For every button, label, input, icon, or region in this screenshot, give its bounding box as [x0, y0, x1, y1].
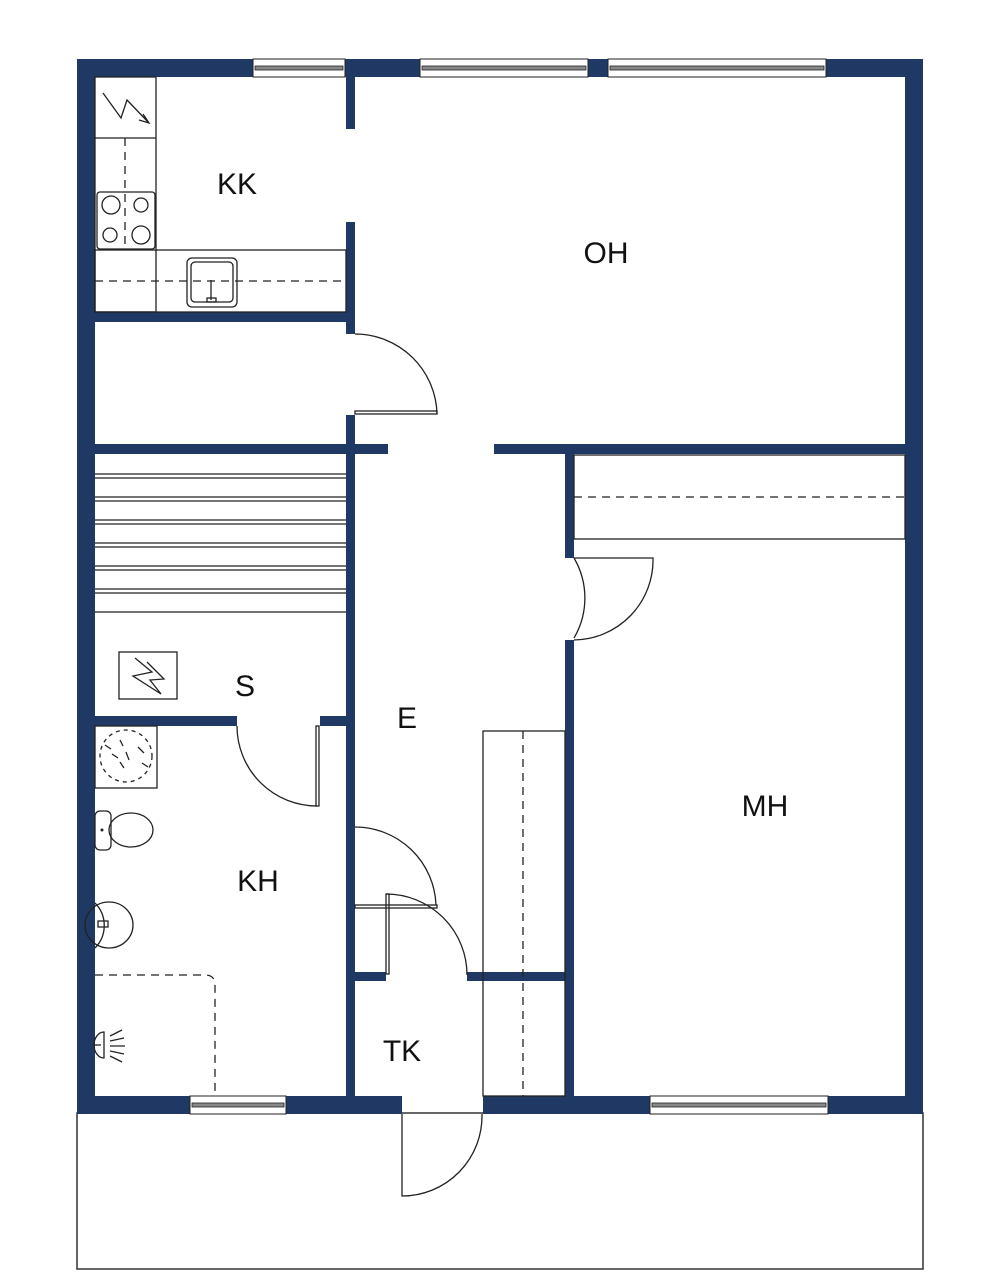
wardrobe-mh: [573, 454, 906, 540]
room-label-kk: KK: [217, 168, 257, 201]
toilet-icon: [94, 810, 154, 851]
sauna-heater-icon: [94, 725, 158, 789]
room-label-tk: TK: [383, 1035, 421, 1068]
kitchen-counter: [94, 76, 347, 313]
washbasin-icon: [84, 901, 134, 949]
interior-walls: [95, 77, 905, 1097]
wardrobe-entrance: [482, 730, 566, 1097]
doors: [236, 333, 654, 1197]
outer-walls: [77, 59, 923, 1114]
room-label-e: E: [397, 702, 417, 735]
windows: [189, 58, 829, 1115]
sauna-electric-icon: [118, 651, 178, 700]
room-label-mh: MH: [742, 790, 789, 823]
electric-icon: [102, 92, 151, 125]
sink-icon: [186, 257, 238, 308]
sauna-benches: [95, 473, 346, 613]
room-label-s: S: [235, 670, 255, 703]
room-label-oh: OH: [584, 237, 629, 270]
shower-icon: [93, 1029, 125, 1063]
room-label-kh: KH: [237, 865, 279, 898]
stove-icon: [96, 191, 156, 250]
shower-area: [95, 974, 216, 1096]
balcony: [76, 1112, 924, 1270]
